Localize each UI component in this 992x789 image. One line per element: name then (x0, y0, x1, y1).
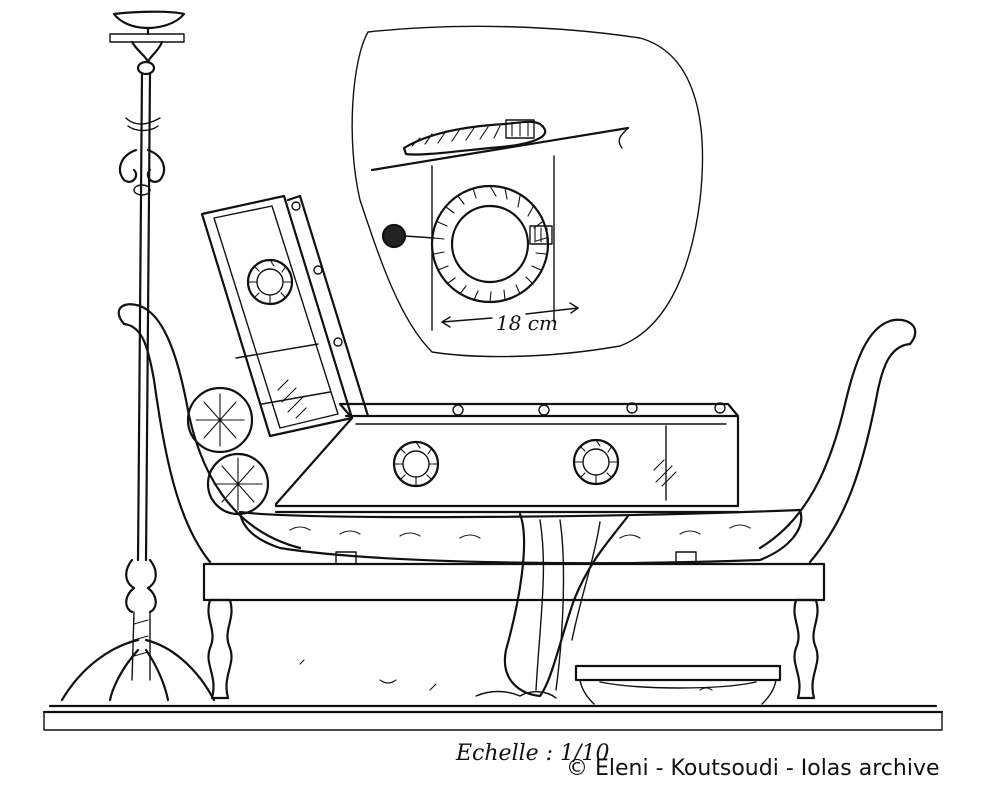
candelabrum (60, 10, 216, 702)
wreath-detail-callout: 18 cm (351, 25, 704, 358)
wreath-dimension: 18 cm (441, 302, 579, 335)
floor-plinth (42, 704, 944, 731)
wreath-front-view (381, 155, 555, 331)
copyright-notice: © Eleni - Koutsoudi - Iolas archive (566, 756, 940, 781)
dimension-label: 18 cm (496, 311, 558, 335)
daybed (117, 194, 917, 705)
scale-label: Echelle : 1/10 (455, 741, 609, 766)
wreath-profile-view (370, 119, 630, 172)
